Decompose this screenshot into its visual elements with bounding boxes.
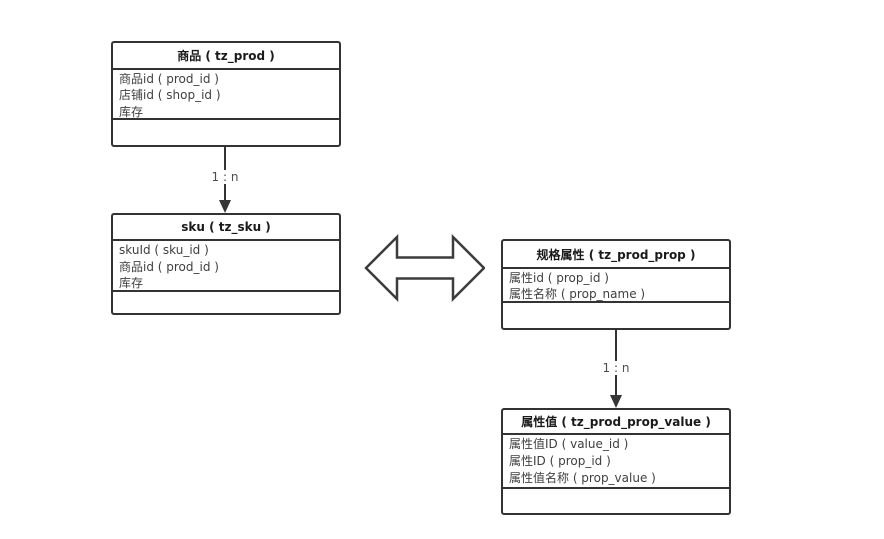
entity-prod-empty-section xyxy=(113,120,339,145)
entity-prop-value: 属性值 ( tz_prod_prop_value ) 属性值ID ( value… xyxy=(501,408,731,515)
entity-attribute: 商品id ( prod_id ) xyxy=(119,72,219,86)
entity-sku-title: sku ( tz_sku ) xyxy=(113,215,339,241)
entity-prop-value-attributes: 属性值ID ( value_id ) 属性ID ( prop_id ) 属性值名… xyxy=(503,435,729,489)
entity-prop-attributes: 属性id ( prop_id ) 属性名称 ( prop_name ) xyxy=(503,269,729,303)
entity-prod-attributes: 商品id ( prod_id ) 店铺id ( shop_id ) 库存 xyxy=(113,70,339,120)
entity-prod-title: 商品 ( tz_prod ) xyxy=(113,43,339,70)
entity-attribute: skuId ( sku_id ) xyxy=(119,243,209,257)
entity-sku: sku ( tz_sku ) skuId ( sku_id ) 商品id ( p… xyxy=(111,213,341,315)
entity-prop: 规格属性 ( tz_prod_prop ) 属性id ( prop_id ) 属… xyxy=(501,239,731,330)
entity-prop-value-empty-section xyxy=(503,489,729,513)
entity-attribute: 店铺id ( shop_id ) xyxy=(119,88,221,103)
cardinality-label: 1 : n xyxy=(600,361,632,375)
entity-sku-empty-section xyxy=(113,292,339,313)
entity-attribute: 属性名称 ( prop_name ) xyxy=(509,287,646,301)
entity-attribute: 库存 xyxy=(119,276,144,291)
entity-sku-attributes: skuId ( sku_id ) 商品id ( prod_id ) 库存 xyxy=(113,241,339,292)
entity-attribute: 属性id ( prop_id ) xyxy=(509,271,609,285)
entity-prop-title: 规格属性 ( tz_prod_prop ) xyxy=(503,241,729,269)
arrowhead-down-icon xyxy=(219,200,231,213)
entity-attribute: 属性值ID ( value_id ) xyxy=(509,437,629,451)
cardinality-label: 1 : n xyxy=(209,170,241,184)
entity-attribute: 属性值名称 ( prop_value ) xyxy=(509,471,656,486)
entity-attribute: 属性ID ( prop_id ) xyxy=(509,454,611,469)
connector-prod-to-sku: 1 : n xyxy=(209,147,241,213)
entity-attribute: 商品id ( prod_id ) xyxy=(119,259,219,274)
entity-prod: 商品 ( tz_prod ) 商品id ( prod_id ) 店铺id ( s… xyxy=(111,41,341,147)
entity-prop-value-title: 属性值 ( tz_prod_prop_value ) xyxy=(503,410,729,435)
entity-prop-empty-section xyxy=(503,303,729,328)
connector-prop-to-value: 1 : n xyxy=(600,330,632,408)
arrowhead-down-icon xyxy=(610,395,622,408)
entity-attribute: 库存 xyxy=(119,104,144,119)
double-arrow-icon xyxy=(364,234,485,302)
